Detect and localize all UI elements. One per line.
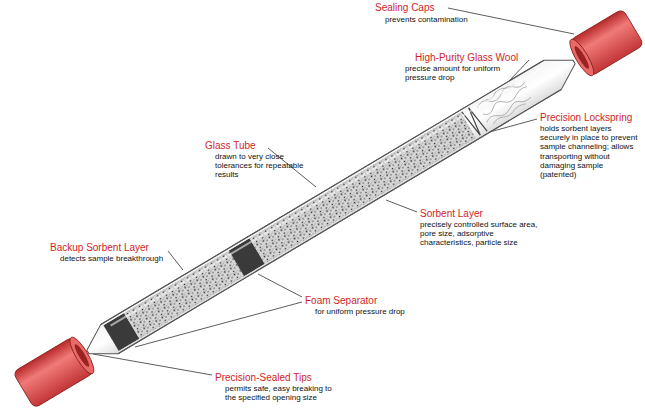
tube-group [13,9,644,409]
backup-sorbent-layer [124,250,244,338]
part-name: Sealing Caps [375,2,434,14]
leader-line [168,251,183,270]
leader-lines [93,8,574,375]
part-name: Backup Sorbent Layer [50,242,149,254]
tube-wall [101,60,562,353]
sealing-cap [13,334,98,408]
part-description: for uniform pressure drop [315,307,445,316]
part-name: Precision-Sealed Tips [215,372,312,384]
part-name: Precision Lockspring [540,112,632,124]
part-name: Foam Separator [305,295,377,307]
part-description: detects sample breakthrough [60,254,185,263]
leader-line [258,274,302,297]
part-name: High-Purity Glass Wool [415,52,518,64]
part-description: precisely controlled surface area, pore … [420,220,538,248]
glass-highlight [111,70,540,326]
sealing-cap [566,9,644,79]
part-description: permits safe, easy breaking to the speci… [225,384,335,402]
part-description: drawn to very close tolerances for repea… [215,152,320,180]
part-name: Glass Tube [205,140,256,152]
leader-line [93,354,212,375]
part-description: holds sorbent layers securely in place t… [540,124,640,179]
part-description: precise amount for uniform pressure drop [405,64,505,82]
part-name: Sorbent Layer [420,208,483,220]
lockspring [462,106,488,138]
leader-line [386,200,417,212]
glass-tube [79,47,583,366]
part-description: prevents contamination [385,15,495,24]
